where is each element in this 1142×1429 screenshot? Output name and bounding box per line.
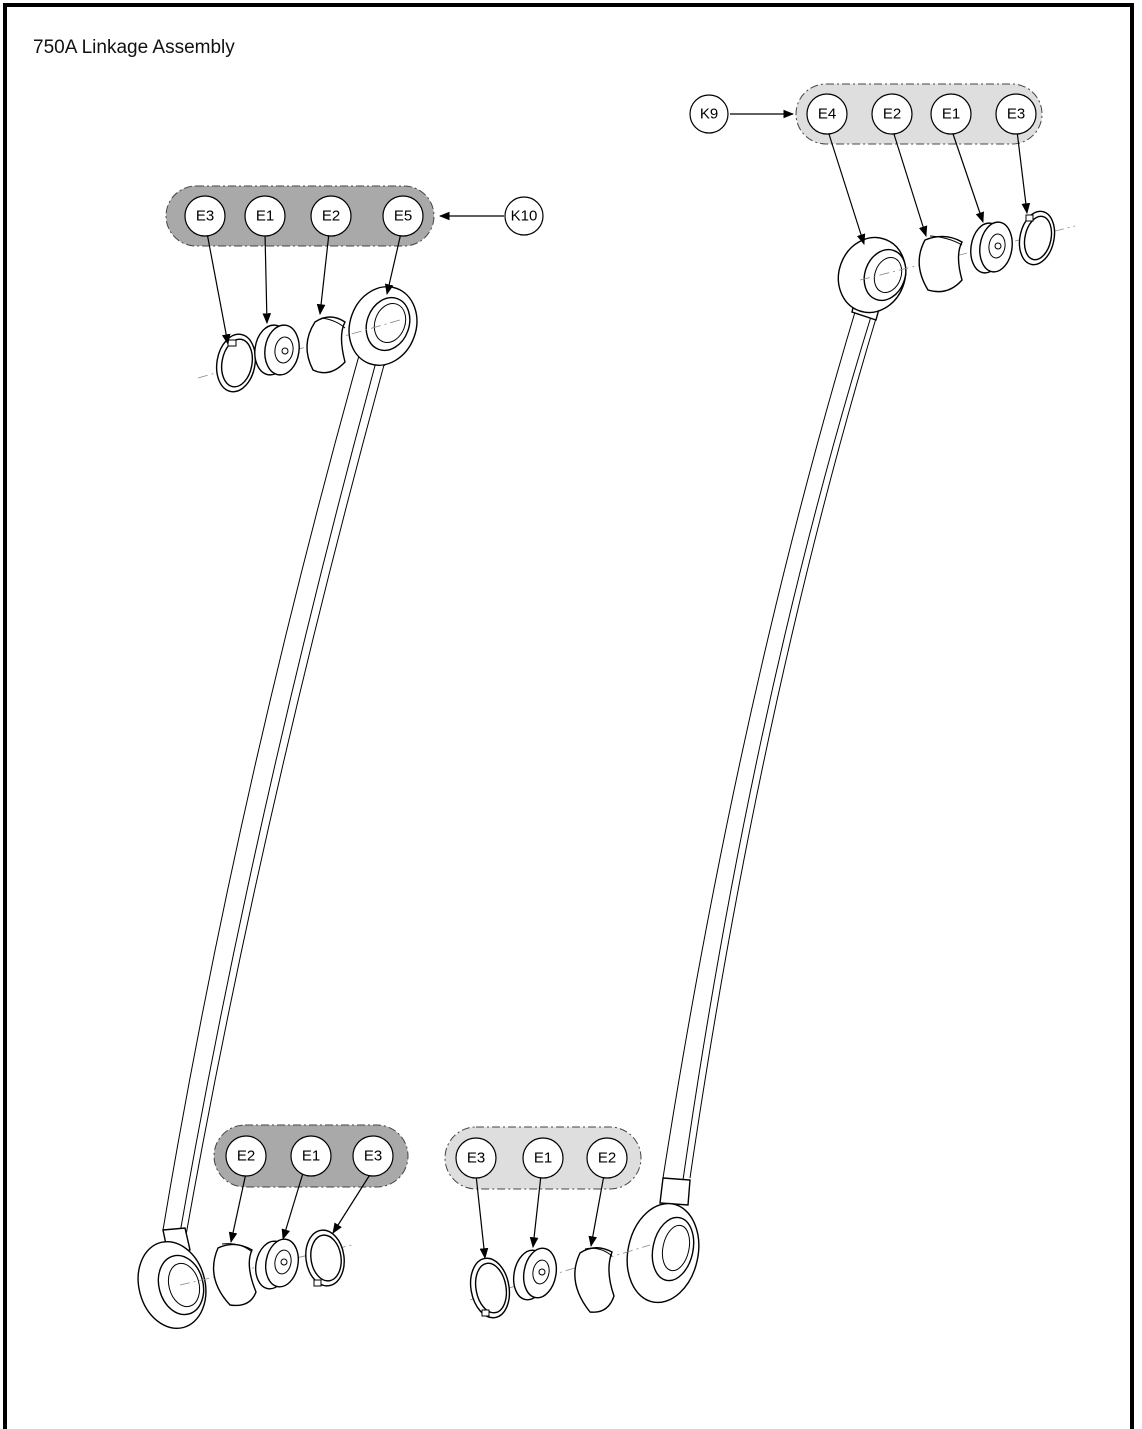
callout-k9-e2: E2 — [871, 93, 913, 135]
drawing-title: 750A Linkage Assembly — [33, 37, 235, 58]
svg-text:E5: E5 — [394, 208, 412, 225]
callout-k9-e1: E1 — [930, 93, 972, 135]
left-rod-bottom-eye — [137, 1227, 207, 1330]
svg-text:E1: E1 — [942, 106, 960, 123]
parts-bottom-right — [469, 1247, 615, 1319]
callout-k10-e1: E1 — [244, 195, 286, 237]
svg-text:E2: E2 — [883, 106, 901, 123]
callout-k9-e3: E3 — [995, 93, 1037, 135]
parts-bottom-left — [212, 1229, 345, 1307]
callout-group-k9 — [795, 83, 1043, 145]
callout-kit-k9: K9 — [689, 94, 729, 134]
right-rod-top-eye — [837, 236, 907, 321]
svg-text:E3: E3 — [364, 1148, 382, 1165]
callout-br-e1: E1 — [522, 1137, 564, 1179]
svg-text:E2: E2 — [322, 208, 340, 225]
callout-br-e3: E3 — [455, 1137, 497, 1179]
svg-text:E1: E1 — [302, 1148, 320, 1165]
svg-text:E4: E4 — [818, 106, 836, 123]
callout-k10-e2: E2 — [310, 195, 352, 237]
svg-text:E3: E3 — [467, 1150, 485, 1167]
callout-kit-k10: K10 — [504, 196, 544, 236]
parts-top-left — [215, 316, 346, 393]
svg-text:E3: E3 — [196, 208, 214, 225]
right-link-rod — [662, 301, 881, 1181]
parts-top-right — [918, 210, 1056, 293]
svg-text:K9: K9 — [700, 106, 718, 123]
callout-bl-e2: E2 — [225, 1135, 267, 1177]
svg-text:E2: E2 — [237, 1148, 255, 1165]
svg-text:E1: E1 — [534, 1150, 552, 1167]
right-rod-bottom-eye — [626, 1177, 700, 1304]
callout-bl-e1: E1 — [290, 1135, 332, 1177]
callout-k9-e4: E4 — [806, 93, 848, 135]
left-link-rod — [162, 351, 385, 1236]
drawing-border — [3, 3, 1134, 1429]
callout-br-e2: E2 — [586, 1137, 628, 1179]
callout-k10-e5: E5 — [382, 195, 424, 237]
leader-arrows — [206, 109, 1031, 1260]
svg-text:E1: E1 — [256, 208, 274, 225]
svg-text:K10: K10 — [511, 208, 538, 225]
callout-k10-e3: E3 — [184, 195, 226, 237]
left-rod-top-eye — [348, 286, 418, 367]
callout-bl-e3: E3 — [352, 1135, 394, 1177]
svg-text:E3: E3 — [1007, 106, 1025, 123]
callout-group-k10 — [165, 185, 435, 247]
svg-text:E2: E2 — [598, 1150, 616, 1167]
